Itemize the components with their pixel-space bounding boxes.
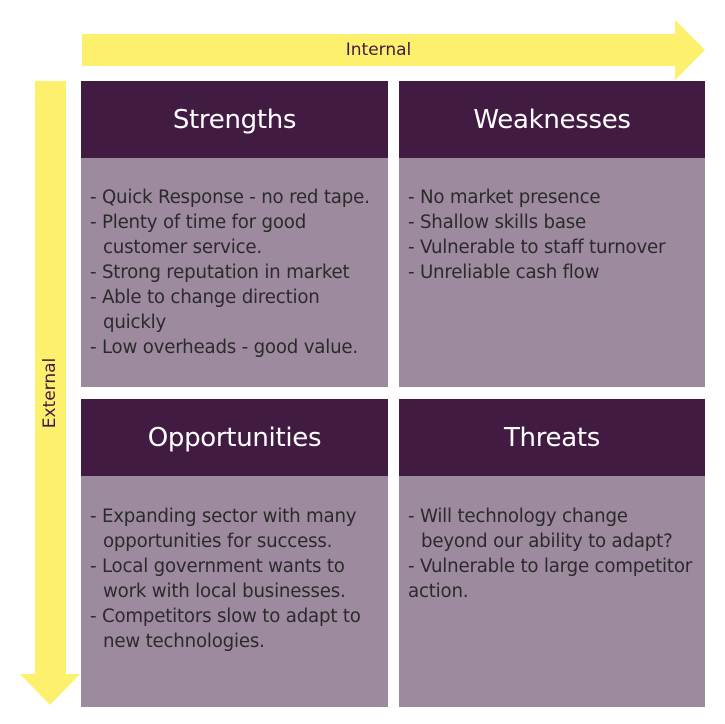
list-item: - No market presence (408, 187, 601, 208)
list-item: - Vulnerable to staff turnover (408, 237, 666, 258)
strengths-list: - Quick Response - no red tape. - Plenty… (81, 158, 388, 387)
internal-axis-label: Internal (345, 40, 412, 60)
opportunities-title: Opportunities (81, 399, 388, 476)
opportunities-quadrant: Opportunities - Expanding sector with ma… (81, 399, 388, 707)
internal-arrow-icon (82, 20, 705, 80)
list-item: - Quick Response - no red tape. (90, 187, 370, 208)
list-item: - Unreliable cash flow (408, 262, 600, 283)
weaknesses-title: Weaknesses (399, 81, 705, 158)
threats-title: Threats (399, 399, 705, 476)
external-arrow-icon (20, 81, 80, 705)
strengths-quadrant: Strengths - Quick Response - no red tape… (81, 81, 388, 387)
external-axis-label: External (40, 357, 60, 429)
list-item: - Shallow skills base (408, 212, 587, 233)
weaknesses-quadrant: Weaknesses - No market presence - Shallo… (399, 81, 705, 387)
list-item: - Low overheads - good value. (90, 337, 358, 358)
list-item: - Strong reputation in market (90, 262, 350, 283)
strengths-title: Strengths (81, 81, 388, 158)
weaknesses-list: - No market presence - Shallow skills ba… (399, 158, 705, 387)
